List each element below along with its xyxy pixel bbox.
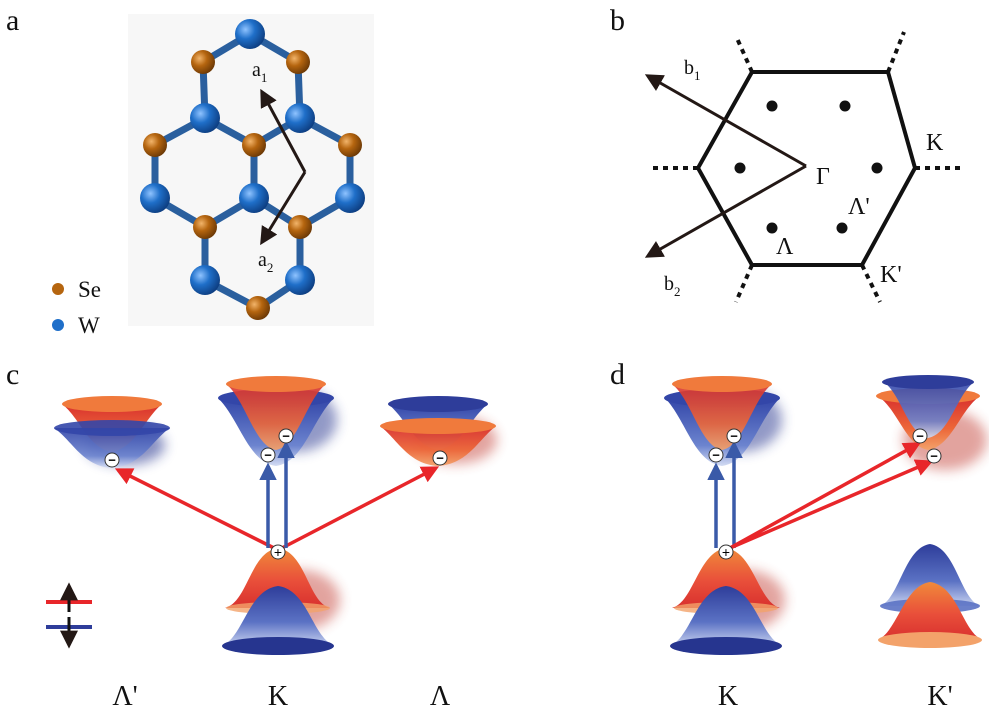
- valley-lambdaprime: [54, 396, 170, 468]
- svg-text:−: −: [916, 429, 924, 444]
- lambda-point-label: Λ: [776, 234, 794, 260]
- transition-arrows-d: [707, 440, 934, 550]
- svg-text:−: −: [730, 429, 738, 444]
- w-legend-label: W: [78, 313, 100, 338]
- atom-legend: Se W: [52, 277, 101, 338]
- vector-a1-label: a1: [252, 59, 267, 85]
- xlabel-lambdaprime: Λ': [112, 681, 137, 712]
- svg-text:−: −: [282, 429, 290, 444]
- svg-text:+: +: [274, 544, 282, 560]
- electron-markers-c: − − − −: [104, 428, 448, 468]
- panel-a: a: [6, 4, 374, 338]
- valence-band-k-d: [670, 548, 785, 655]
- svg-text:−: −: [930, 449, 938, 464]
- valley-k-d: [664, 376, 782, 466]
- valence-band-kprime-d: [878, 544, 982, 648]
- panel-d: d: [610, 358, 987, 712]
- panel-letter-d: d: [610, 358, 625, 391]
- w-atoms: [140, 19, 365, 295]
- panel-c: c: [6, 358, 497, 712]
- svg-text:+: +: [722, 544, 730, 560]
- valley-lambda: [380, 396, 497, 466]
- valence-band-k-c: [222, 548, 340, 655]
- xlabel-lambda: Λ: [430, 681, 451, 712]
- panel-letter-b: b: [610, 4, 625, 37]
- vector-a2-label: a2: [258, 249, 273, 275]
- svg-text:−: −: [436, 451, 444, 466]
- svg-text:−: −: [108, 453, 116, 468]
- valley-kprime-d: [876, 375, 987, 470]
- hole-marker-c: +: [270, 544, 286, 560]
- vector-b2-label: b2: [664, 273, 681, 299]
- kprime-point-label: K': [880, 262, 902, 288]
- reciprocal-vectors: [644, 74, 807, 258]
- se-legend-dot: [52, 283, 64, 295]
- panel-letter-c: c: [6, 358, 19, 391]
- transition-arrows-c: [114, 440, 440, 550]
- lambda-points: [734, 100, 883, 234]
- x-axis-labels-d: K K': [718, 681, 953, 712]
- spin-legend: [46, 582, 92, 649]
- gamma-point-label: Γ: [816, 164, 830, 190]
- valley-k-c: [218, 376, 337, 466]
- se-legend-label: Se: [78, 277, 101, 302]
- xlabel-kprime-d: K': [927, 681, 952, 712]
- x-axis-labels-c: Λ' K Λ: [112, 681, 451, 712]
- lattice-vectors: [260, 88, 307, 246]
- panel-b: b b1 b2 Γ K K' Λ Λ': [610, 4, 960, 303]
- xlabel-k-d: K: [718, 681, 738, 712]
- w-legend-dot: [52, 319, 64, 331]
- vector-b1-label: b1: [684, 57, 701, 83]
- se-atoms: [143, 50, 362, 320]
- k-point-label: K: [926, 130, 944, 156]
- svg-text:−: −: [712, 448, 720, 463]
- xlabel-k: K: [268, 681, 288, 712]
- panel-letter-a: a: [6, 4, 19, 37]
- svg-text:−: −: [264, 448, 272, 463]
- hole-marker-d: +: [718, 544, 734, 560]
- lambdaprime-point-label: Λ': [848, 194, 870, 220]
- zone-dashes: [652, 31, 960, 303]
- electron-markers-d: − − − −: [708, 428, 942, 464]
